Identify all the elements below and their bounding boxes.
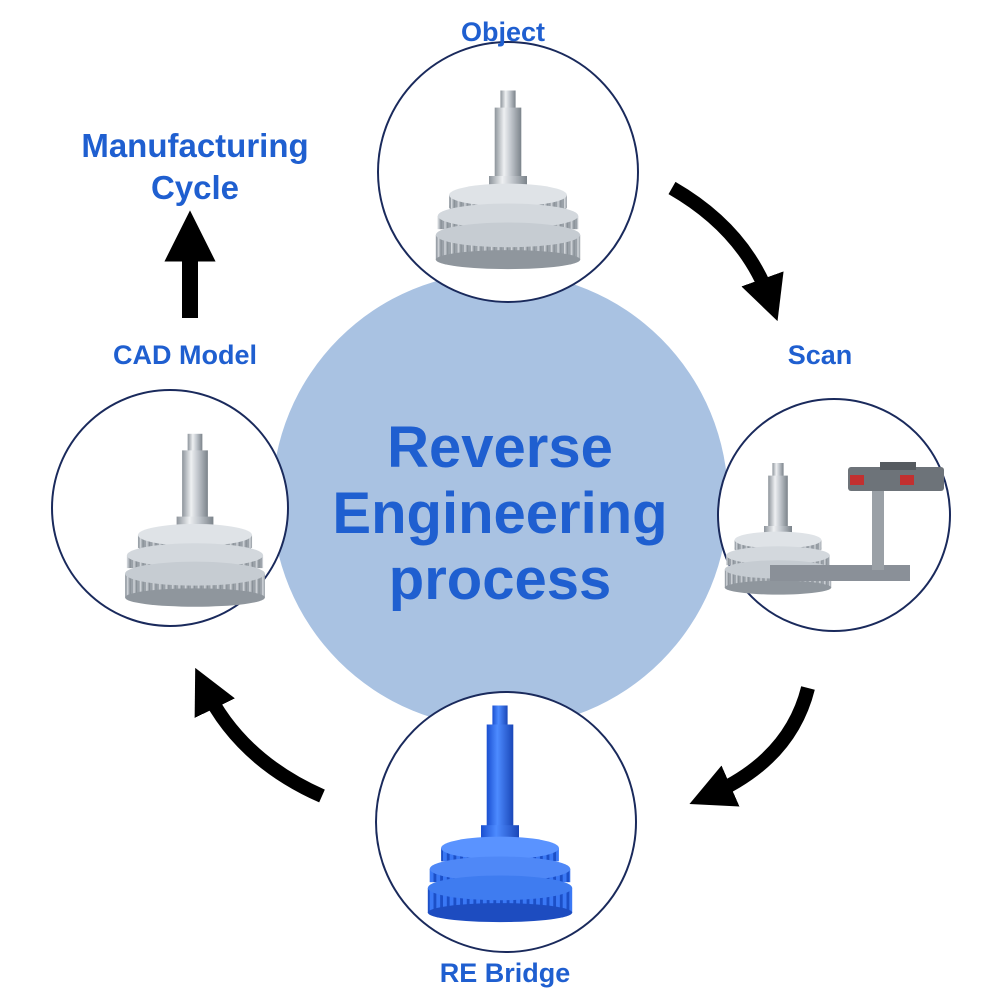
- scan-label: Scan: [787, 340, 853, 370]
- cad-model-stage: [51, 389, 289, 627]
- manufacturing-cycle-line-2: Cycle: [150, 169, 240, 206]
- scanner-image: [724, 462, 944, 595]
- re-bridge-stage: [375, 691, 637, 953]
- scan-stage: [717, 398, 951, 632]
- arrow-scan-to-re-bridge: [689, 686, 815, 807]
- center-title-line-3: process: [388, 547, 612, 612]
- arrow-object-to-scan: [668, 181, 784, 322]
- re-bridge-label: RE Bridge: [439, 958, 571, 988]
- center-title-line-2: Engineering: [332, 481, 668, 546]
- manufacturing-cycle-label: Manufacturing Cycle: [60, 125, 330, 209]
- cad-model-label: CAD Model: [113, 340, 257, 370]
- object-stage: [377, 41, 639, 303]
- manufacturing-cycle-line-1: Manufacturing: [81, 127, 309, 164]
- center-title: Reverse Engineering process: [300, 415, 700, 613]
- center-title-line-1: Reverse: [387, 415, 613, 480]
- center-circle: [272, 272, 728, 728]
- object-label: Object: [460, 17, 546, 47]
- re-bridge-gear-image: [427, 705, 573, 923]
- arrow-re-bridge-to-cad: [194, 667, 325, 803]
